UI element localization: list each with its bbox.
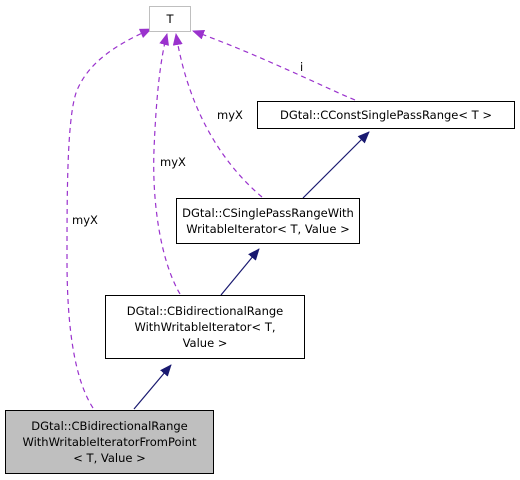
node-frompoint-line1: DGtal::CBidirectionalRange xyxy=(31,419,188,433)
edge-label-bidir-to-t: myX xyxy=(160,155,186,169)
node-t[interactable]: T xyxy=(149,6,191,32)
node-cbidir-line3: Value > xyxy=(182,336,228,350)
node-csinglepassrangewithwritableiterator[interactable]: DGtal::CSinglePassRangeWith WritableIter… xyxy=(176,198,360,244)
edge-bidir-to-t xyxy=(153,33,181,295)
node-csinglepass-line2: WritableIterator< T, Value > xyxy=(186,222,350,236)
node-cconstsinglepassrange[interactable]: DGtal::CConstSinglePassRange< T > xyxy=(257,101,515,129)
node-csinglepass-line1: DGtal::CSinglePassRangeWith xyxy=(182,206,354,220)
edge-const-to-t xyxy=(192,30,356,101)
node-frompoint-line2: WithWritableIteratorFromPoint xyxy=(22,435,197,449)
node-cbidirectionalrangewithwritableiterator[interactable]: DGtal::CBidirectionalRange WithWritableI… xyxy=(105,295,305,359)
node-cconstsinglepassrange-label: DGtal::CConstSinglePassRange< T > xyxy=(279,108,492,122)
edge-single-to-const xyxy=(302,131,370,199)
edge-frompoint-to-bidir xyxy=(133,364,172,410)
node-cbidir-line2: WithWritableIterator< T, xyxy=(134,320,276,334)
edge-label-frompoint-to-t: myX xyxy=(72,213,98,227)
edge-label-const-to-t: i xyxy=(300,60,304,74)
edge-label-single-to-t: myX xyxy=(217,108,243,122)
node-t-label: T xyxy=(166,12,174,26)
edge-bidir-to-single xyxy=(220,248,260,296)
node-cbidirectionalrangewithwritableiteratorfrompoint[interactable]: DGtal::CBidirectionalRange WithWritableI… xyxy=(5,410,214,474)
node-frompoint-line3: < T, Value > xyxy=(73,451,146,465)
node-cbidir-line1: DGtal::CBidirectionalRange xyxy=(126,304,284,318)
edge-frompoint-to-t xyxy=(66,28,152,409)
